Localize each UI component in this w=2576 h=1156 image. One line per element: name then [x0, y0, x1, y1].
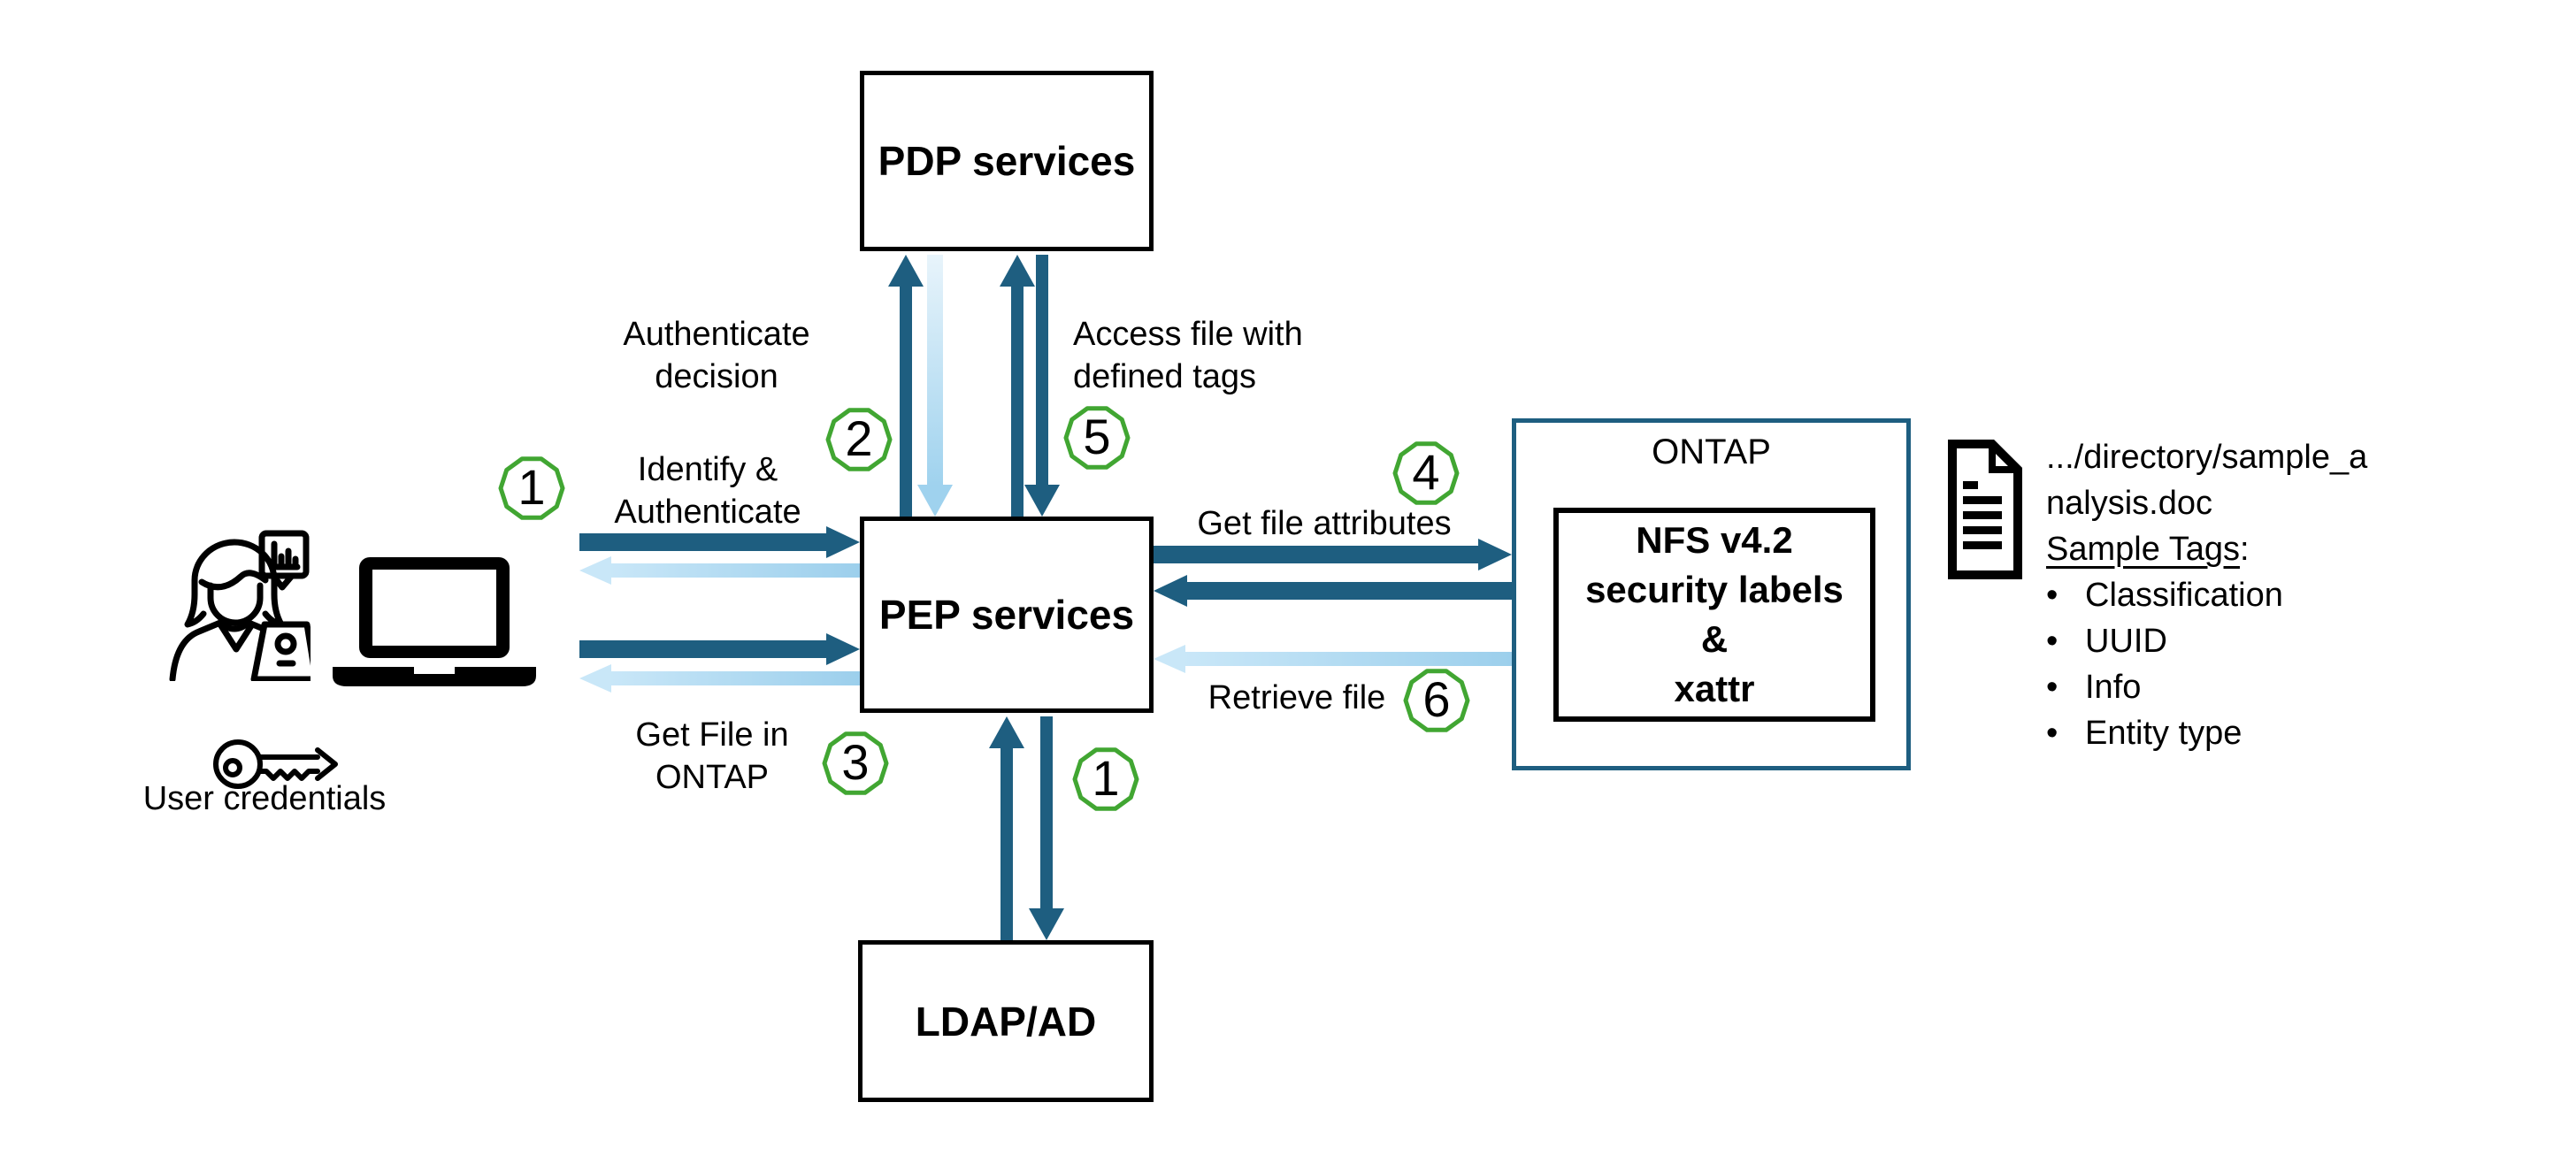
step-badge-4: 4 — [1392, 440, 1460, 507]
arrow-pep-to-user-light-2 — [579, 664, 860, 693]
step-badge-5: 5 — [1063, 404, 1131, 471]
key-icon — [210, 725, 342, 798]
green-circle-icon — [1063, 406, 1131, 470]
green-circle-icon — [1392, 441, 1460, 505]
pdp-services-label: PDP services — [878, 138, 1136, 184]
nfs-xattr-box: NFS v4.2 security labels & xattr — [1553, 508, 1875, 722]
file-info-block: .../directory/sample_a nalysis.doc Sampl… — [2046, 434, 2367, 756]
green-circle-icon — [825, 408, 893, 471]
step-badge-1-bottom: 1 — [1072, 746, 1139, 813]
bullet-icon: • — [2046, 577, 2058, 614]
label-authenticate-decision: Authenticate decision — [623, 313, 809, 398]
step-badge-6: 6 — [1403, 667, 1470, 734]
ldap-ad-box: LDAP/AD — [858, 940, 1154, 1102]
arrow-user-to-pep-dark-1 — [579, 526, 860, 558]
tag-item: • Info — [2046, 664, 2367, 710]
label-get-file-attributes: Get file attributes — [1197, 505, 1452, 542]
label-get-file-in-ontap: Get File in ONTAP — [635, 714, 788, 799]
step-number: 6 — [1422, 670, 1451, 727]
arrow-pep-to-ldap-dark — [1029, 716, 1064, 940]
nfs-line2: security labels — [1585, 569, 1844, 610]
label-line: decision — [655, 358, 778, 395]
label-line: Authenticate — [614, 494, 801, 531]
bullet-icon: • — [2046, 669, 2058, 706]
step-number: 2 — [845, 410, 873, 466]
arrow-pdp-to-pep-dark — [1024, 255, 1060, 517]
sample-tags-colon: : — [2239, 531, 2250, 568]
arrow-user-to-pep-dark-2 — [579, 633, 860, 665]
label-line: Authenticate — [623, 316, 810, 353]
bullet-icon: • — [2046, 715, 2058, 752]
nfs-line1: NFS v4.2 — [1636, 519, 1793, 561]
tag-item: • Classification — [2046, 572, 2367, 618]
file-path-line1: .../directory/sample_a — [2046, 439, 2368, 476]
bullet-icon: • — [2046, 623, 2058, 660]
step-number: 5 — [1083, 408, 1111, 464]
sample-tags-underlined: Sample Tags — [2046, 531, 2240, 568]
label-retrieve-file: Retrieve file — [1208, 679, 1386, 716]
document-icon — [1946, 440, 2024, 579]
green-circle-icon — [822, 731, 889, 795]
pep-services-label: PEP services — [878, 592, 1135, 638]
green-circle-icon — [1072, 747, 1139, 811]
ldap-ad-label: LDAP/AD — [915, 998, 1097, 1045]
tag-item: • Entity type — [2046, 710, 2367, 756]
file-path-line2: nalysis.doc — [2046, 485, 2212, 522]
label-line: Access file with — [1073, 316, 1303, 353]
arrow-ontap-to-pep-dark — [1154, 575, 1512, 607]
arrow-ontap-to-pep-light — [1154, 645, 1512, 673]
nfs-line4: xattr — [1674, 668, 1755, 709]
step-badge-2: 2 — [825, 406, 893, 473]
label-line: ONTAP — [655, 759, 770, 796]
step-badge-1-left: 1 — [498, 455, 565, 522]
arrow-pep-to-pdp-dark — [888, 255, 924, 517]
arrow-ldap-to-pep-dark — [989, 716, 1024, 940]
label-identify-authenticate: Identify & Authenticate — [614, 448, 801, 533]
pdp-services-box: PDP services — [860, 71, 1154, 251]
nfs-line3: & — [1700, 618, 1729, 660]
tag-label: UUID — [2085, 623, 2167, 660]
ontap-label: ONTAP — [1652, 433, 1771, 471]
pep-services-box: PEP services — [860, 517, 1154, 713]
tag-label: Classification — [2085, 577, 2283, 614]
green-circle-icon — [1403, 669, 1470, 732]
arrow-pep-to-user-light-1 — [579, 556, 860, 585]
label-line: Get File in — [635, 716, 789, 754]
label-access-file-with-defined-tags: Access file with defined tags — [1073, 313, 1303, 398]
label-line: defined tags — [1073, 358, 1257, 395]
tag-label: Info — [2085, 669, 2142, 706]
arrow-pep-to-ontap-dark — [1154, 539, 1512, 570]
tag-label: Entity type — [2085, 715, 2242, 752]
step-number: 1 — [1092, 749, 1120, 806]
label-user-credentials: User credentials — [142, 780, 387, 817]
step-number: 3 — [841, 733, 870, 790]
sample-tags-heading: Sample Tags: — [2046, 526, 2367, 572]
arrow-pep-to-pdp-dark-2 — [1000, 255, 1035, 517]
arrow-pdp-to-pep-light — [917, 255, 953, 517]
step-number: 1 — [518, 458, 546, 515]
step-badge-3: 3 — [822, 730, 889, 797]
analyst-icon — [162, 529, 319, 683]
tag-item: • UUID — [2046, 618, 2367, 664]
laptop-icon — [333, 557, 536, 692]
nfs-xattr-label: NFS v4.2 security labels & xattr — [1585, 516, 1844, 714]
step-number: 4 — [1412, 443, 1440, 500]
green-circle-icon — [498, 456, 565, 520]
label-line: Identify & — [637, 451, 778, 488]
